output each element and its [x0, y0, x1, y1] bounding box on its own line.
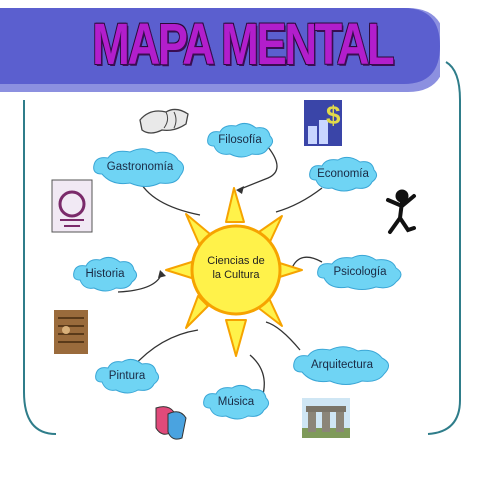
hands-icon: [139, 108, 189, 134]
theater-masks-icon: [155, 406, 187, 440]
money-icon: $: [304, 100, 342, 146]
node-filosofia-label: Filosofía: [218, 134, 262, 146]
svg-text:$: $: [326, 100, 341, 130]
dancing-figure-icon: [386, 189, 416, 234]
node-gastronomia: Gastronomía: [90, 146, 190, 188]
center-line-2: la Cultura: [212, 269, 260, 281]
node-economia-label: Economía: [317, 168, 369, 180]
node-musica: Música: [200, 382, 272, 422]
node-filosofia: Filosofía: [204, 120, 276, 160]
center-line-1: Ciencias de: [207, 255, 265, 267]
connector-filosofia: [237, 146, 278, 191]
center-node-label: Ciencias de la Cultura: [196, 254, 276, 282]
node-musica-label: Música: [217, 396, 255, 408]
node-arquitectura-label: Arquitectura: [310, 359, 373, 371]
node-economia: Economía: [306, 154, 380, 194]
header-banner: [0, 8, 440, 92]
connector-economia: [275, 187, 323, 213]
connector-arquitectura: [265, 321, 301, 351]
node-psicologia-label: Psicología: [333, 266, 387, 278]
node-historia: Historia: [70, 254, 140, 294]
node-pintura: Pintura: [92, 356, 162, 396]
connector-psicologia: [291, 256, 323, 269]
page-title: MAPA MENTAL: [92, 12, 394, 77]
node-psicologia: Psicología: [314, 252, 406, 292]
kitchen-icon: [51, 179, 93, 233]
node-arquitectura: Arquitectura: [290, 344, 394, 386]
papyrus-icon: [54, 310, 88, 354]
node-historia-label: Historia: [85, 268, 125, 280]
node-pintura-label: Pintura: [108, 370, 146, 382]
node-gastronomia-label: Gastronomía: [106, 161, 174, 173]
stonehenge-icon: [302, 398, 350, 438]
